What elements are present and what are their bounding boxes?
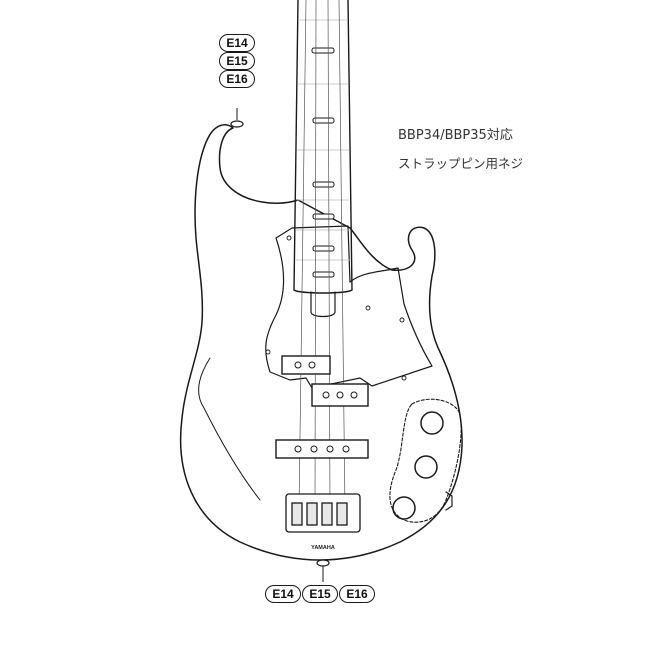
p-pickup-upper [281, 355, 331, 375]
pickguard [265, 225, 433, 389]
strap-pin-top [230, 120, 244, 128]
strings [298, 0, 346, 511]
output-jack [445, 491, 453, 511]
blend-knob [414, 455, 438, 479]
part-badge-e16-top: E16 [219, 70, 255, 88]
part-badge-e15-top: E15 [219, 52, 255, 70]
bridge [285, 493, 361, 533]
fret-marker [312, 181, 335, 188]
brand-logo: YAMAHA [311, 545, 335, 551]
control-plate [389, 398, 462, 523]
tone-knob [392, 496, 416, 520]
part-badge-e15-bottom: E15 [302, 585, 338, 603]
frets [296, 19, 350, 261]
neck [293, 0, 353, 294]
part-badge-e14-top: E14 [219, 34, 255, 52]
fret-marker [312, 117, 335, 124]
strap-pin-screw-note: ストラップピン用ネジ [398, 156, 524, 171]
j-pickup [275, 439, 369, 459]
part-badge-e16-bottom: E16 [339, 585, 375, 603]
body-bevel [198, 357, 261, 501]
compatibility-note: BBP34/BBP35対応 [398, 128, 513, 143]
fret-marker [312, 245, 335, 252]
fret-marker [312, 271, 335, 278]
fret-marker [311, 47, 335, 54]
volume-knob [420, 411, 444, 435]
part-badge-e14-bottom: E14 [265, 585, 301, 603]
strap-pin-bottom [316, 559, 330, 567]
neck-heel [310, 291, 336, 318]
fret-marker [312, 213, 335, 220]
